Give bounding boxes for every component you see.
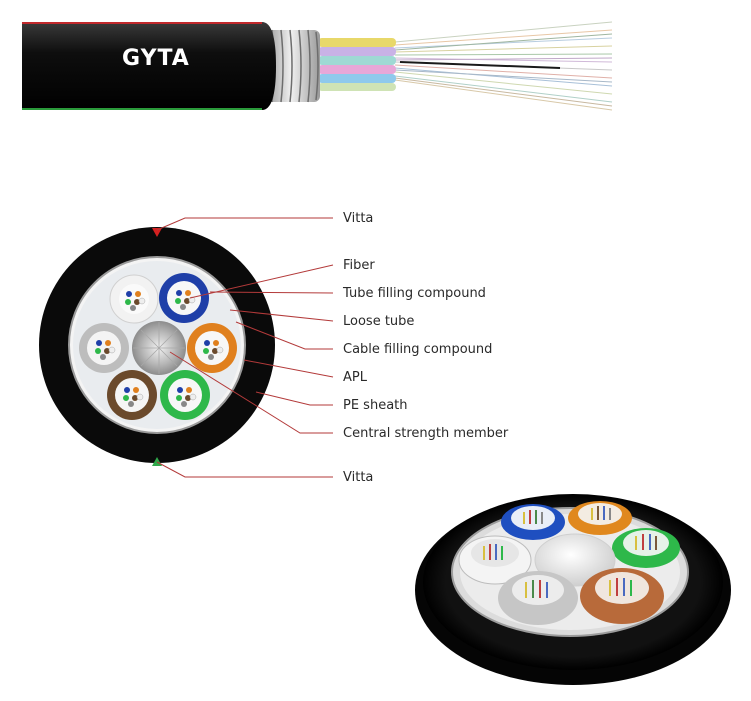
loose-tube-brown: [107, 370, 157, 420]
label-tube-filling-compound: Tube filling compound: [342, 286, 486, 301]
cross-section: [39, 227, 275, 466]
loose-tube-green: [160, 370, 210, 420]
tube-3d-gray: [498, 571, 578, 625]
loose-tube-gray: [79, 323, 129, 373]
fibers: [95, 290, 224, 407]
outer-jacket: [22, 22, 276, 110]
tube-3d-orange: [568, 501, 632, 535]
label-cable-filling-compound: Cable filling compound: [343, 342, 492, 357]
label-loose-tube: Loose tube: [343, 314, 414, 329]
corrugated-steel-tape: [262, 29, 320, 103]
vitta-top-marker: [152, 228, 162, 237]
tube-3d-csm: [534, 533, 616, 587]
fiber-bundles-3d: [483, 506, 657, 598]
fiber-fan: [394, 21, 613, 111]
loose-tube-white: [109, 274, 159, 324]
label-fiber: Fiber: [343, 258, 375, 273]
cable-3d-end-view: [415, 494, 731, 685]
label-apl: APL: [343, 370, 368, 385]
loose-tube-blue: [159, 273, 209, 323]
tube-3d-blue: [501, 504, 565, 540]
csm-strands: [133, 322, 185, 374]
tube-3d-brown: [580, 568, 664, 624]
tube-3d-green: [612, 528, 680, 568]
cable-side-view: GYTA: [22, 21, 613, 111]
leader-lines: [156, 217, 334, 478]
label-central-strength-member: Central strength member: [343, 426, 509, 441]
labels: Vitta Fiber Tube filling compound Loose …: [342, 211, 509, 485]
loose-tubes-side: [318, 38, 396, 91]
label-vitta-bottom: Vitta: [343, 470, 373, 485]
cable-brand-label: GYTA: [122, 46, 190, 71]
label-pe-sheath: PE sheath: [343, 398, 408, 413]
loose-tube-orange: [187, 323, 237, 373]
label-vitta-top: Vitta: [343, 211, 373, 226]
